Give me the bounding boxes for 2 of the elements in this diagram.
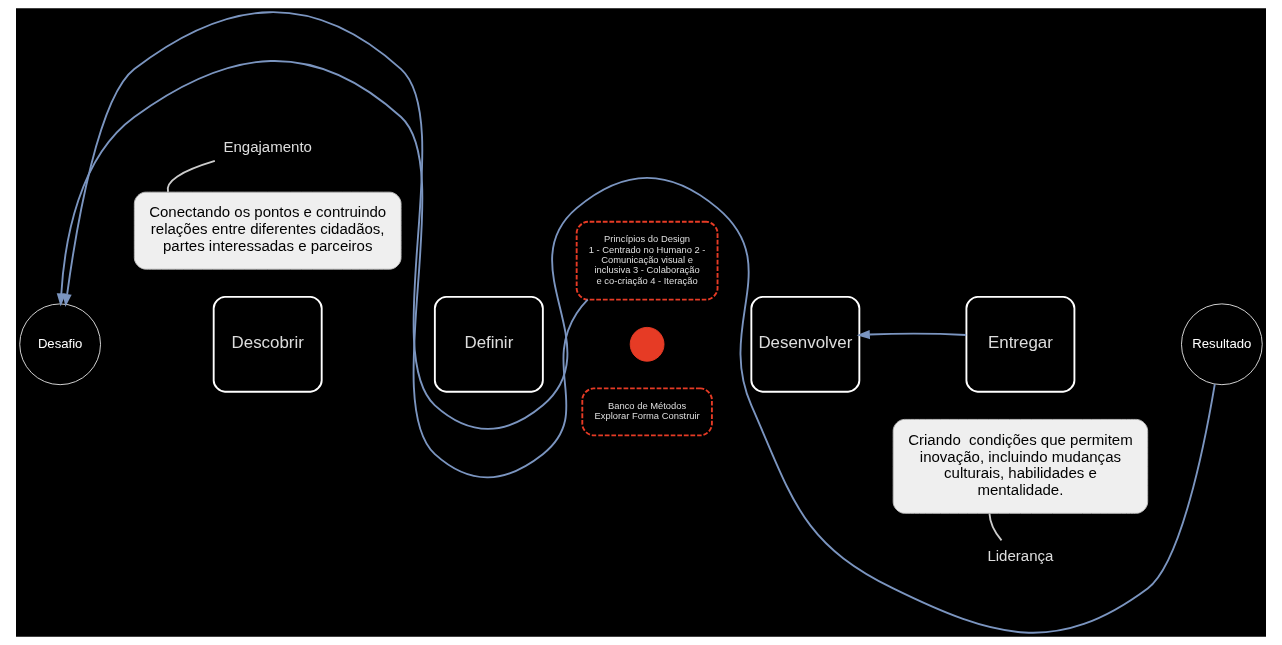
node-text: Liderança [987,547,1054,565]
node-text: Engajamento [223,137,312,155]
